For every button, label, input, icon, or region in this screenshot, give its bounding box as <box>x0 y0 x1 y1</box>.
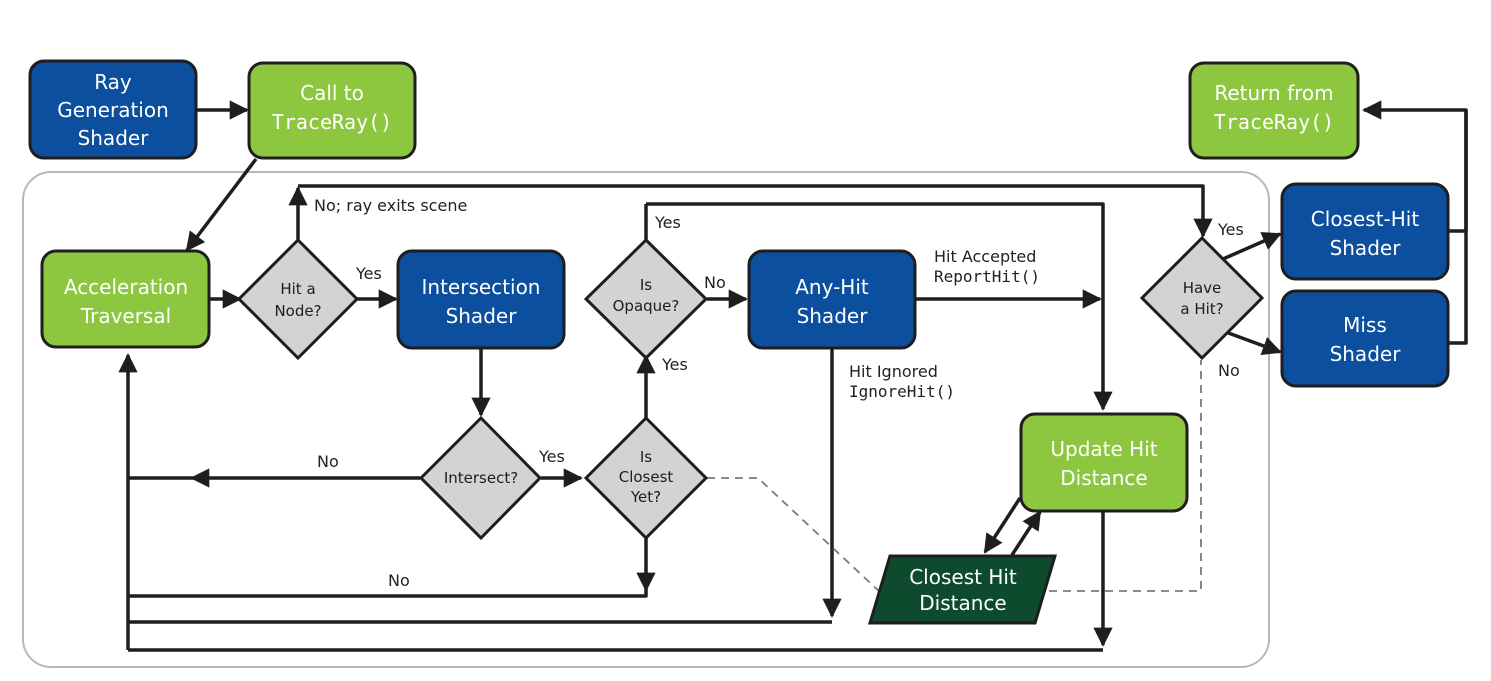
is-closest-yet-line3: Yet? <box>630 488 661 506</box>
any-hit-shader-node: Any-Hit Shader <box>747 249 917 350</box>
intersect-line1: Intersect? <box>444 469 518 487</box>
ray-generation-line1: Ray <box>94 70 132 94</box>
edge-miss-to-return <box>1362 100 1468 345</box>
miss-shader-node: Miss Shader <box>1280 289 1450 388</box>
hit-a-node-line2: Node? <box>274 302 321 320</box>
intersection-shader-line2: Shader <box>446 304 518 328</box>
label-opaque-yes-top: Yes <box>654 213 681 232</box>
return-from-traceray-line2: TraceRay() <box>1214 110 1334 134</box>
closest-hit-shader-node: Closest-Hit Shader <box>1280 182 1450 281</box>
hit-a-node-line1: Hit a <box>280 280 315 298</box>
have-a-hit-line2: a Hit? <box>1180 300 1223 318</box>
label-have-hit-no: No <box>1218 361 1240 380</box>
closest-hit-distance-line1: Closest Hit <box>909 565 1017 589</box>
call-to-traceray-node: Call to TraceRay() <box>247 61 417 160</box>
have-a-hit-decision: Have a Hit? <box>1139 235 1265 361</box>
is-opaque-decision: Is Opaque? <box>583 237 709 361</box>
call-to-traceray-line2: TraceRay() <box>272 110 392 134</box>
update-hit-distance-line2: Distance <box>1060 466 1147 490</box>
label-ignore-hit: IgnoreHit() <box>849 382 955 401</box>
label-intersect-no: No <box>317 452 339 471</box>
label-report-hit: ReportHit() <box>934 267 1040 286</box>
label-hit-ignored: Hit Ignored <box>849 362 938 381</box>
intersection-shader-node: Intersection Shader <box>396 249 566 350</box>
traversal-region-border <box>22 171 1270 668</box>
edge-closesthit-to-return <box>1448 110 1468 233</box>
ray-generation-shader-node: Ray Generation Shader <box>28 59 198 160</box>
hit-a-node-decision: Hit a Node? <box>236 237 360 361</box>
closest-hit-distance-node: Closest Hit Distance <box>867 554 1058 625</box>
label-hit-accepted: Hit Accepted <box>934 247 1036 266</box>
acceleration-traversal-node: Acceleration Traversal <box>40 249 211 349</box>
label-closest-no: No <box>388 571 410 590</box>
acceleration-traversal-line2: Traversal <box>80 304 171 328</box>
edge-ray-exits-to-havehit <box>298 184 1213 238</box>
closest-hit-shader-line2: Shader <box>1330 236 1402 260</box>
ray-generation-line3: Shader <box>78 126 150 150</box>
label-opaque-no: No <box>704 273 726 292</box>
intersection-shader-line1: Intersection <box>422 275 541 299</box>
ray-generation-line2: Generation <box>57 98 169 122</box>
update-hit-distance-node: Update Hit Distance <box>1019 412 1189 513</box>
label-no-ray-exits-scene: No; ray exits scene <box>314 196 467 215</box>
miss-shader-line1: Miss <box>1343 313 1387 337</box>
edge-call-to-traversal <box>185 157 258 252</box>
edge-havehit-yes <box>1222 232 1282 261</box>
closest-hit-distance-line2: Distance <box>919 591 1006 615</box>
dashed-links <box>707 360 1202 594</box>
edge-opaque-yes-to-update <box>646 202 1113 411</box>
label-intersect-yes: Yes <box>538 447 565 466</box>
intersect-decision: Intersect? <box>418 415 543 541</box>
edge-havehit-no <box>1222 329 1282 356</box>
edge-update-to-distance <box>983 497 1022 554</box>
any-hit-shader-line2: Shader <box>797 304 869 328</box>
return-from-traceray-node: Return from TraceRay() <box>1188 61 1360 160</box>
return-from-traceray-line1: Return from <box>1214 81 1333 105</box>
update-hit-distance-line1: Update Hit <box>1050 437 1157 461</box>
is-opaque-line1: Is <box>640 276 652 294</box>
call-to-traceray-line1: Call to <box>300 81 364 105</box>
is-closest-yet-decision: Is Closest Yet? <box>583 415 709 541</box>
label-have-hit-yes: Yes <box>1217 220 1244 239</box>
label-hit-node-yes: Yes <box>355 264 382 283</box>
acceleration-traversal-line1: Acceleration <box>64 275 188 299</box>
have-a-hit-line1: Have <box>1183 279 1222 297</box>
edge-labels: No; ray exits scene Yes Yes No Yes Hit A… <box>314 196 1244 590</box>
is-opaque-line2: Opaque? <box>613 297 680 315</box>
closest-hit-shader-line1: Closest-Hit <box>1311 207 1420 231</box>
miss-shader-line2: Shader <box>1330 342 1402 366</box>
label-opaque-yes-bottom: Yes <box>661 355 688 374</box>
is-closest-yet-line2: Closest <box>619 468 674 486</box>
edge-distance-to-update <box>1010 510 1042 556</box>
edge-closest-no-return <box>128 590 648 598</box>
dashed-closest-to-distance <box>707 477 882 594</box>
is-closest-yet-line1: Is <box>640 448 652 466</box>
any-hit-shader-line1: Any-Hit <box>795 275 869 299</box>
edges <box>118 100 1468 652</box>
